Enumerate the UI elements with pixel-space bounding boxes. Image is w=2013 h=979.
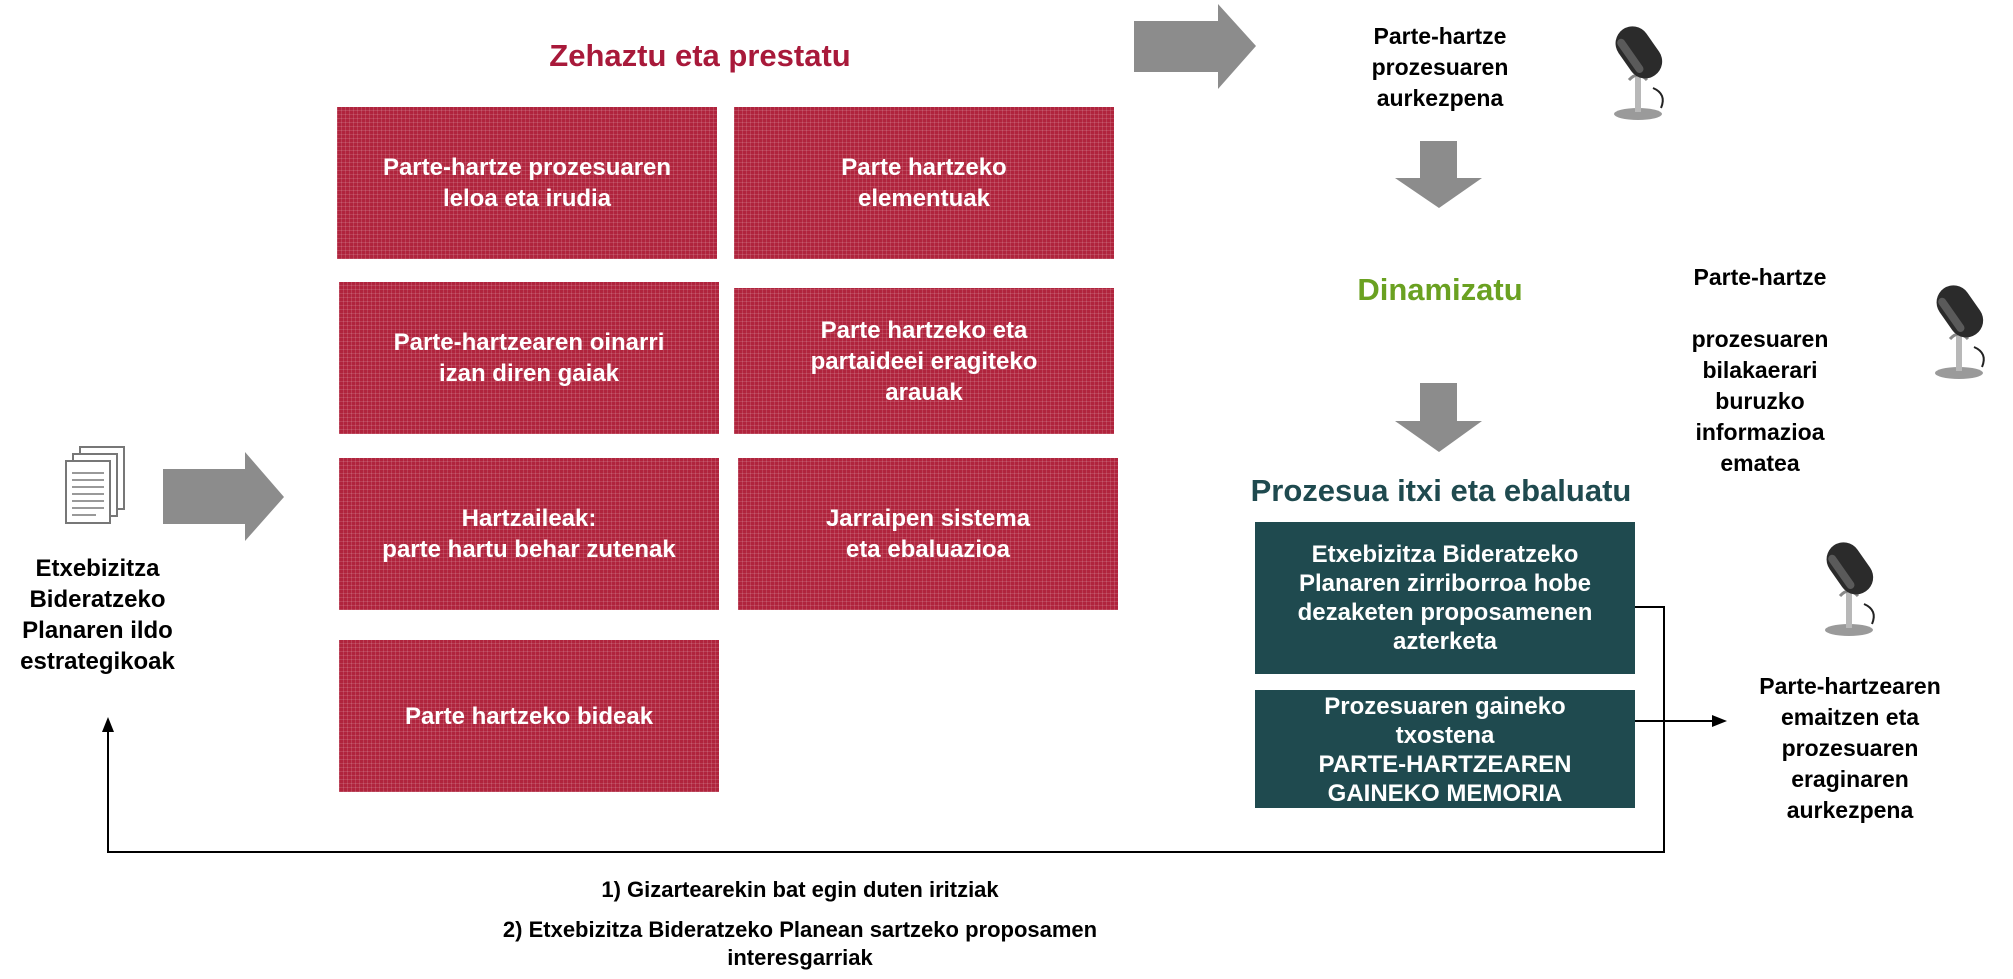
- close-box-memoria: Prozesuaren gaineko txostena PARTE-HARTZ…: [1255, 690, 1635, 808]
- heading-dinamizatu: Dinamizatu: [1357, 272, 1523, 307]
- feedback-line-1: 1) Gizartearekin bat egin duten iritziak: [601, 877, 999, 902]
- arrow-down-to-close: [1395, 383, 1482, 452]
- arrow-down-to-dynamize: [1395, 141, 1482, 208]
- microphone-icon: [1796, 532, 1906, 642]
- heading-prozesua-itxi-eta-ebaluatu: Prozesua itxi eta ebaluatu: [1250, 473, 1632, 508]
- prepare-box-leloa-irudia: Parte-hartze prozesuaren leloa eta irudi…: [337, 107, 717, 259]
- arrow-right-to-prepare: [163, 452, 284, 541]
- prepare-box-arauak: Parte hartzeko eta partaideei eragiteko …: [734, 288, 1114, 434]
- prepare-box-jarraipen-sistema: Jarraipen sistema eta ebaluazioa: [738, 458, 1118, 610]
- strategic-lines-label: Etxebizitza Bideratzeko Planaren ildo es…: [20, 555, 175, 675]
- prepare-box-elementuak: Parte hartzeko elementuak: [734, 107, 1114, 259]
- document-stack-icon: [62, 445, 132, 535]
- connector-teal-to-results: [1635, 606, 1665, 721]
- microphone-icon: [1585, 16, 1695, 126]
- arrow-right-to-presentation: [1134, 4, 1256, 89]
- prepare-box-bideak: Parte hartzeko bideak: [339, 640, 719, 792]
- prepare-box-hartzaileak: Hartzaileak: parte hartu behar zutenak: [339, 458, 719, 610]
- presentation-label: Parte-hartze prozesuaren aurkezpena: [1371, 23, 1509, 111]
- results-presentation-label: Parte-hartzearen emaitzen eta prozesuare…: [1759, 673, 1941, 823]
- feedback-loop-line: [107, 721, 1665, 853]
- close-box-proposamenen-azterketa: Etxebizitza Bideratzeko Planaren zirribo…: [1255, 522, 1635, 674]
- evolution-info-label: Parte-hartze prozesuaren bilakaerari bur…: [1691, 264, 1829, 476]
- prepare-box-oinarri-gaiak: Parte-hartzearen oinarri izan diren gaia…: [339, 282, 719, 434]
- arrowhead-to-strategic-lines: [102, 717, 114, 732]
- feedback-line-2: 2) Etxebizitza Bideratzeko Planean sartz…: [502, 917, 1098, 970]
- heading-zehaztu-eta-prestatu: Zehaztu eta prestatu: [549, 38, 851, 73]
- microphone-icon: [1906, 275, 2013, 385]
- arrowhead-to-results: [1712, 715, 1727, 727]
